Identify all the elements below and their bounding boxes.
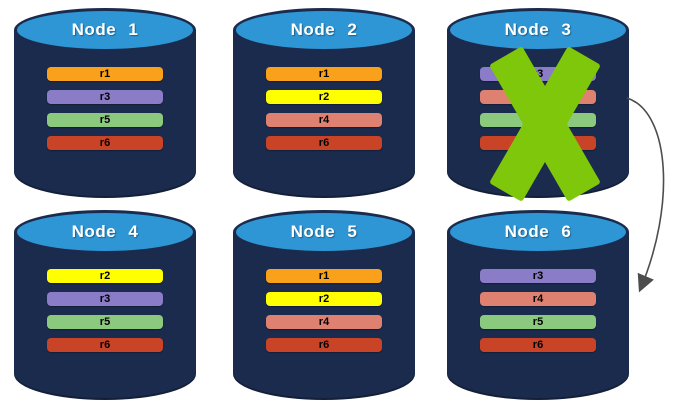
record-label: r2 bbox=[318, 292, 330, 305]
node-title: Node 4 bbox=[71, 222, 139, 241]
record-label: r5 bbox=[99, 315, 111, 328]
node-5: Node 5 r1 r2 r4 r6 bbox=[233, 210, 415, 400]
record-bar-r1: r1 bbox=[266, 67, 382, 81]
record-label: r1 bbox=[318, 269, 330, 282]
cylinder-top: Node 3 bbox=[447, 8, 629, 52]
record-bar-r2: r2 bbox=[266, 292, 382, 306]
record-bar-r2: r2 bbox=[266, 90, 382, 104]
record-label: r5 bbox=[532, 315, 544, 328]
record-label: r6 bbox=[318, 338, 330, 351]
record-bar-r2: r2 bbox=[47, 269, 163, 283]
record-label: r5 bbox=[99, 113, 111, 126]
record-list: r1 r3 r5 r6 bbox=[47, 67, 163, 150]
record-bar-r4: r4 bbox=[266, 113, 382, 127]
record-bar-r6: r6 bbox=[47, 136, 163, 150]
node-3: Node 3 r3 r4 r5 r6 bbox=[447, 8, 629, 202]
failover-arrow-path bbox=[626, 97, 665, 293]
record-bar-r1: r1 bbox=[266, 269, 382, 283]
record-label: r4 bbox=[318, 315, 330, 328]
record-bar-r6: r6 bbox=[480, 338, 596, 352]
record-label: r3 bbox=[99, 90, 111, 103]
node-title: Node 2 bbox=[290, 20, 358, 39]
record-bar-r6: r6 bbox=[266, 136, 382, 150]
record-bar-r5: r5 bbox=[47, 113, 163, 127]
record-list: r3 r4 r5 r6 bbox=[480, 269, 596, 352]
record-label: r6 bbox=[99, 338, 111, 351]
node-title: Node 1 bbox=[71, 20, 139, 39]
cylinder-top: Node 4 bbox=[14, 210, 196, 254]
cylinder-top: Node 6 bbox=[447, 210, 629, 254]
record-bar-r1: r1 bbox=[47, 67, 163, 81]
record-label: r1 bbox=[99, 67, 111, 80]
record-label: r1 bbox=[318, 67, 330, 80]
node-title: Node 3 bbox=[504, 20, 572, 39]
record-label: r2 bbox=[318, 90, 330, 103]
record-bar-r6: r6 bbox=[266, 338, 382, 352]
failure-x-icon bbox=[480, 45, 610, 202]
record-bar-r3: r3 bbox=[47, 292, 163, 306]
record-list: r2 r3 r5 r6 bbox=[47, 269, 163, 352]
record-list: r1 r2 r4 r6 bbox=[266, 67, 382, 150]
record-label: r4 bbox=[318, 113, 330, 126]
record-bar-r6: r6 bbox=[47, 338, 163, 352]
node-1: Node 1 r1 r3 r5 r6 bbox=[14, 8, 196, 198]
record-bar-r5: r5 bbox=[47, 315, 163, 329]
record-label: r4 bbox=[532, 292, 544, 305]
node-4: Node 4 r2 r3 r5 r6 bbox=[14, 210, 196, 400]
node-title: Node 6 bbox=[504, 222, 572, 241]
record-list: r1 r2 r4 r6 bbox=[266, 269, 382, 352]
record-label: r3 bbox=[99, 292, 111, 305]
record-label: r6 bbox=[318, 136, 330, 149]
record-label: r6 bbox=[532, 338, 544, 351]
node-title: Node 5 bbox=[290, 222, 358, 241]
node-6: Node 6 r3 r4 r5 r6 bbox=[447, 210, 629, 400]
record-bar-r5: r5 bbox=[480, 315, 596, 329]
record-label: r3 bbox=[532, 269, 544, 282]
node-2: Node 2 r1 r2 r4 r6 bbox=[233, 8, 415, 198]
record-bar-r3: r3 bbox=[480, 269, 596, 283]
cylinder-top: Node 1 bbox=[14, 8, 196, 52]
cylinder-top: Node 5 bbox=[233, 210, 415, 254]
record-bar-r4: r4 bbox=[266, 315, 382, 329]
cylinder-top: Node 2 bbox=[233, 8, 415, 52]
record-label: r6 bbox=[99, 136, 111, 149]
record-bar-r4: r4 bbox=[480, 292, 596, 306]
record-label: r2 bbox=[99, 269, 111, 282]
record-bar-r3: r3 bbox=[47, 90, 163, 104]
